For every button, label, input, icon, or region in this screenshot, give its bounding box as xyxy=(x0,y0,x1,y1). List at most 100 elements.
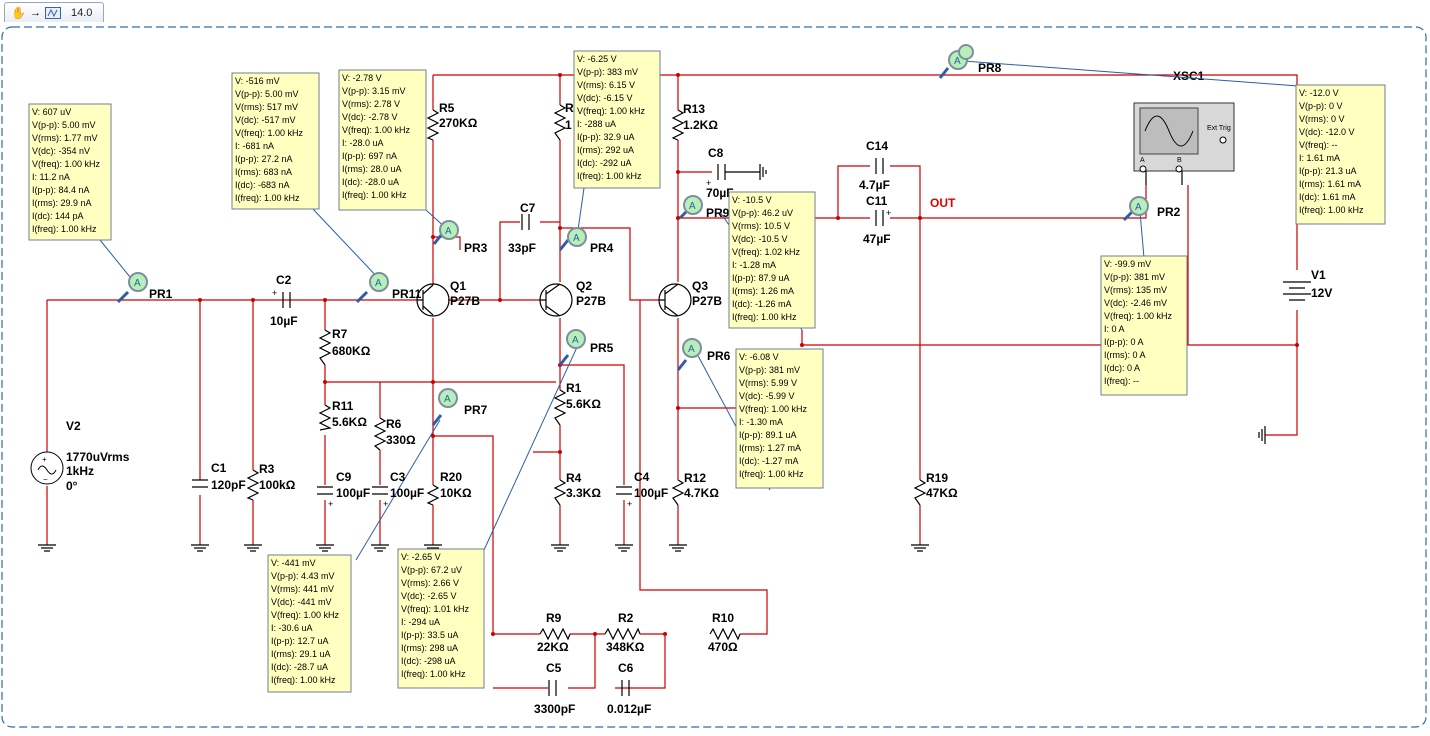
c3-value: 100µF xyxy=(390,486,424,500)
readout-line: V(rms): 135 mV xyxy=(1104,285,1167,295)
readout-line: I(freq): 1.00 kHz xyxy=(577,171,642,181)
readout-background xyxy=(397,548,485,689)
readout-line: I(rms): 0 A xyxy=(1104,350,1146,360)
v2-name: V2 xyxy=(66,419,81,433)
readout-background xyxy=(1295,84,1386,225)
readout-line: I: -1.28 mA xyxy=(732,260,776,270)
probe-pr6-label: PR6 xyxy=(707,349,731,363)
zoom-label: 14.0 xyxy=(70,6,93,19)
readout-line: V(rms): 0 V xyxy=(1299,114,1345,124)
q3-value: P27B xyxy=(692,294,722,308)
svg-text:A: A xyxy=(572,335,579,346)
scope-leads xyxy=(1145,171,1183,185)
readout-background xyxy=(267,554,352,693)
readout-line: I(freq): 1.00 kHz xyxy=(401,669,466,679)
readout-background xyxy=(338,69,427,211)
svg-text:+: + xyxy=(42,455,47,464)
readout-line: V(rms): 5.99 V xyxy=(739,378,797,388)
scope-trigger-label: Ext Trig xyxy=(1207,125,1231,132)
schematic-sheet[interactable]: +++ +++ + − Ext Trig xyxy=(0,22,1430,731)
r20-value: 10KΩ xyxy=(440,486,472,500)
readout-line: V(rms): 517 mV xyxy=(235,102,298,112)
r9-name: R9 xyxy=(546,611,562,625)
readout-line: V(dc): -517 mV xyxy=(235,115,296,125)
readout-line: V(p-p): 5.00 mV xyxy=(32,120,96,130)
svg-text:A: A xyxy=(954,56,961,67)
r-top-name: R xyxy=(565,101,574,115)
c6-name: C6 xyxy=(618,661,634,675)
r1-name: R1 xyxy=(566,381,582,395)
capacitor-symbols xyxy=(192,158,1311,696)
c8-name: C8 xyxy=(708,146,724,160)
readout-line: V: -6.08 V xyxy=(739,352,779,362)
r2-name: R2 xyxy=(618,611,634,625)
readout-line: V(dc): -12.0 V xyxy=(1299,127,1355,137)
svg-text:A: A xyxy=(445,226,452,237)
readout-background xyxy=(735,348,824,489)
transistor-symbols xyxy=(416,283,692,317)
readout-line: V(dc): -5.99 V xyxy=(739,391,795,401)
readout-line: V(rms): 6.15 V xyxy=(577,80,635,90)
r9-value: 22KΩ xyxy=(537,640,569,654)
v1-name: V1 xyxy=(1311,268,1326,282)
readout-line: V(dc): -2.46 mV xyxy=(1104,298,1167,308)
probe-pr2-label: PR2 xyxy=(1157,205,1181,219)
readout-line: V(dc): -6.15 V xyxy=(577,93,633,103)
readout-line: I(rms): 683 nA xyxy=(235,167,292,177)
readout-line: I(freq): 1.00 kHz xyxy=(732,312,797,322)
readout-line: I(dc): -28.0 uA xyxy=(342,177,399,187)
readout-line: V(rms): 441 mV xyxy=(271,584,334,594)
component-labels: R5 270KΩ R 1 R13 1.2KΩ C8 70µF C14 4.7µF… xyxy=(66,101,1332,716)
readout-line: V: -12.0 V xyxy=(1299,88,1339,98)
readout-line: V: -2.78 V xyxy=(342,73,382,83)
readout-line: V(rms): 2.78 V xyxy=(342,99,400,109)
svg-text:A: A xyxy=(1135,202,1142,213)
readout-line: I(freq): 1.00 kHz xyxy=(235,193,300,203)
r7-value: 680KΩ xyxy=(332,344,371,358)
readout-background xyxy=(573,50,661,189)
r10-value: 470Ω xyxy=(708,640,738,654)
readout-line: I(rms): 292 uA xyxy=(577,145,634,155)
readout-line: I: -288 uA xyxy=(577,119,616,129)
junction-dots xyxy=(198,73,1299,636)
readout-line: V: 607 uV xyxy=(32,107,71,117)
r13-name: R13 xyxy=(683,102,705,116)
readout-background xyxy=(28,103,112,241)
schematic-canvas[interactable]: +++ +++ + − Ext Trig xyxy=(0,22,1430,731)
v1-value: 12V xyxy=(1311,286,1332,300)
readout-line: I(dc): -298 uA xyxy=(401,656,456,666)
r6-value: 330Ω xyxy=(386,433,416,447)
probe-pr2[interactable]: A PR2 xyxy=(1122,196,1181,222)
document-tab[interactable]: ✋ → 14.0 xyxy=(4,2,104,22)
readout-line: V(p-p): 383 mV xyxy=(577,67,638,77)
scope-channel-b-label: B xyxy=(1177,157,1182,164)
oscilloscope-xsc1[interactable]: Ext Trig A B xyxy=(1133,102,1235,173)
probe-readouts: V: 607 uVV(p-p): 5.00 mVV(rms): 1.77 mVV… xyxy=(28,50,1386,693)
c1-value: 120pF xyxy=(211,478,246,492)
readout-line: I(dc): 144 pA xyxy=(32,211,84,221)
r1-value: 5.6KΩ xyxy=(566,397,601,411)
readout-line: I(rms): 29.1 uA xyxy=(271,649,331,659)
r10-name: R10 xyxy=(712,611,734,625)
readout-pr3: V: -2.78 VV(p-p): 3.15 mVV(rms): 2.78 VV… xyxy=(338,69,427,211)
document-tab-bar: ✋ → 14.0 xyxy=(0,0,1430,24)
readout-line: I: 11.2 nA xyxy=(32,172,70,182)
readout-line: V(freq): -- xyxy=(1299,140,1338,150)
c9-value: 100µF xyxy=(336,486,370,500)
readout-line: V(freq): 1.02 kHz xyxy=(732,247,801,257)
readout-line: V(p-p): 0 V xyxy=(1299,101,1343,111)
readout-line: I(rms): 28.0 uA xyxy=(342,164,402,174)
readout-pr7: V: -441 mVV(p-p): 4.43 mVV(rms): 441 mVV… xyxy=(267,554,352,693)
c11-value: 47µF xyxy=(863,232,891,246)
readout-background xyxy=(231,72,320,210)
